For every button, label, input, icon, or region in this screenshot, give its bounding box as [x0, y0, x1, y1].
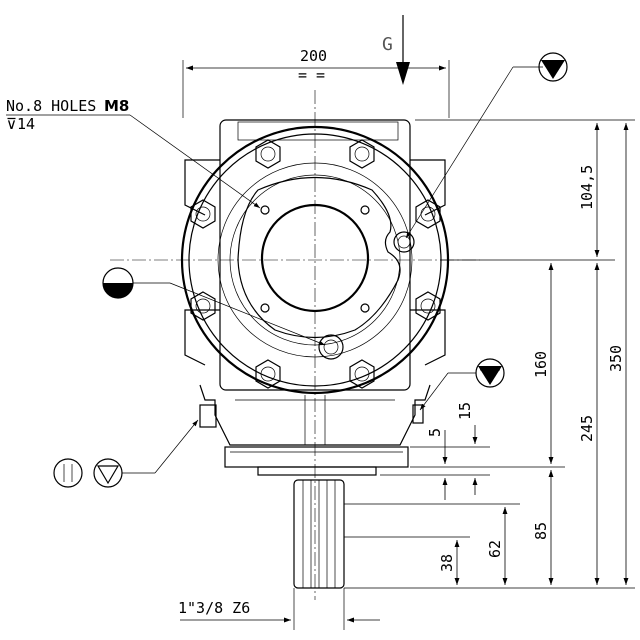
oil-fill-symbol — [405, 52, 568, 239]
dim-200-label: 200 — [300, 47, 327, 65]
dim-15: 15 — [456, 402, 478, 495]
dim-width-200: 200 = = — [182, 47, 450, 118]
flange-bolts — [190, 139, 441, 389]
shaft-spec-label: 1"3/8 Z6 — [178, 599, 250, 617]
dim-245: 245 — [578, 263, 600, 585]
base-flange — [224, 446, 409, 476]
dim-245-label: 245 — [578, 415, 596, 442]
dim-85: 85 — [532, 470, 554, 585]
dim-104-5: 104,5 — [578, 122, 600, 257]
bolt-bottom-left — [255, 359, 281, 389]
dim-15-label: 15 — [456, 402, 474, 420]
bolt-top-right — [349, 139, 375, 169]
breather-symbols — [53, 419, 199, 488]
oil-level-symbol — [102, 267, 326, 346]
holes-label-m8: M8 — [104, 97, 129, 115]
dim-160-label: 160 — [532, 351, 550, 378]
dim-38-label: 38 — [438, 554, 456, 572]
dim-5-label: 5 — [426, 428, 444, 437]
dim-5: 5 — [426, 428, 448, 500]
bolt-left-lower — [190, 291, 216, 321]
holes-label-prefix: No.8 HOLES — [6, 97, 96, 115]
side-plugs — [199, 404, 424, 428]
load-label: G — [382, 34, 393, 55]
dim-shaft: 1"3/8 Z6 — [178, 588, 380, 630]
dim-350-label: 350 — [607, 345, 625, 372]
bolt-left-upper — [190, 199, 216, 229]
dim-extension-lines — [344, 119, 635, 589]
bolt-bottom-right — [349, 359, 375, 389]
dim-62: 62 — [486, 507, 508, 585]
holes-label-depth: ⊽14 — [6, 115, 35, 133]
oil-drain-symbol — [419, 358, 505, 411]
load-arrow-g: G — [382, 15, 410, 85]
bolt-top-left — [255, 139, 281, 169]
dim-62-label: 62 — [486, 540, 504, 558]
dim-104-5-label: 104,5 — [578, 165, 596, 210]
dim-38: 38 — [438, 540, 460, 585]
level-plug — [318, 334, 344, 360]
holes-annotation: No.8 HOLES M8 ⊽14 — [6, 97, 261, 209]
fill-plug — [393, 231, 415, 253]
output-shaft — [293, 479, 345, 589]
m8-holes — [260, 205, 370, 313]
bolt-right-lower — [415, 291, 441, 321]
dim-85-label: 85 — [532, 522, 550, 540]
center-lines — [110, 90, 480, 600]
gearbox-housing — [184, 119, 446, 446]
dim-350: 350 — [607, 122, 629, 585]
equal-marks: = = — [298, 66, 325, 84]
dim-160: 160 — [532, 263, 554, 464]
